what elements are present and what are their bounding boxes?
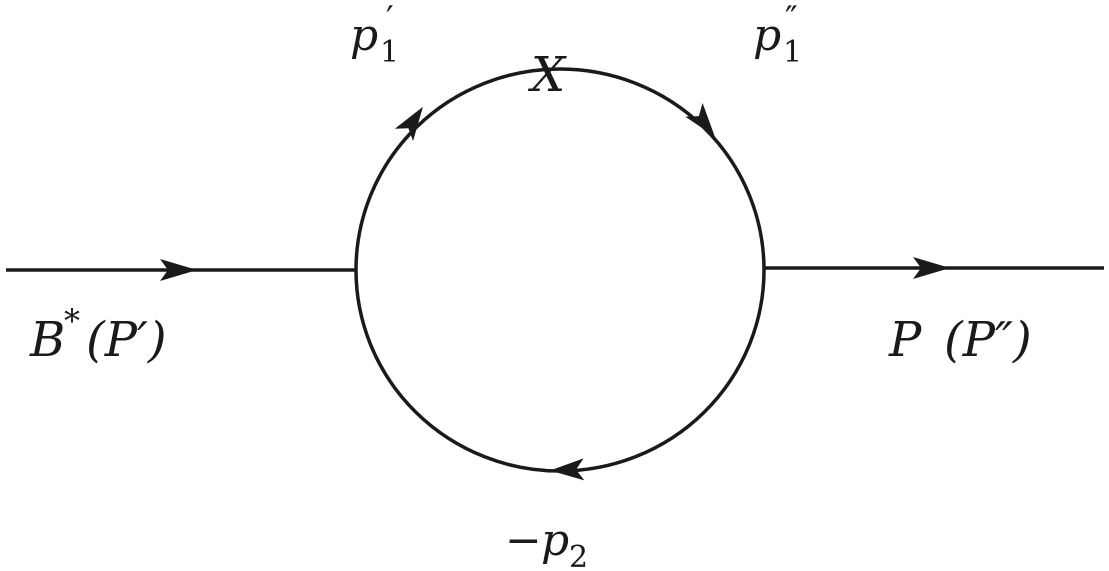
p2-subscript: 2 xyxy=(569,540,588,571)
label-p1-prime: p ′ 1 xyxy=(350,0,399,70)
label-outgoing-meson: P (P″) xyxy=(888,312,1032,368)
incoming-meson-name: B xyxy=(29,312,65,368)
incoming-meson-star: * xyxy=(64,302,80,340)
p1-double-prime-subscript: 1 xyxy=(783,35,802,70)
loop-arrow-bottom xyxy=(550,458,585,481)
incoming-meson-momentum: (P′) xyxy=(86,312,167,368)
outgoing-meson-momentum: (P″) xyxy=(944,312,1032,368)
incoming-arrow xyxy=(160,259,197,281)
incoming-line xyxy=(6,259,356,281)
label-incoming-meson: B * (P′) xyxy=(29,302,167,368)
p1-prime-subscript: 1 xyxy=(380,35,399,70)
vertex-mark-label: X xyxy=(527,47,567,103)
outgoing-line xyxy=(764,257,1104,279)
outgoing-meson-name: P xyxy=(888,312,922,368)
outgoing-arrow xyxy=(913,257,950,279)
minus-sign: − xyxy=(505,515,542,566)
label-minus-p2: − p 2 xyxy=(505,515,588,571)
loop-arrow-upper-left xyxy=(394,106,423,142)
loop-arrow-upper-right xyxy=(685,103,715,137)
p1-double-prime-symbol: p xyxy=(753,10,781,61)
p1-prime-mark: ′ xyxy=(386,0,394,39)
label-p1-double-prime: p ″ 1 xyxy=(753,0,802,70)
p2-symbol: p xyxy=(541,515,569,566)
quark-loop xyxy=(354,67,766,481)
p1-prime-symbol: p xyxy=(350,10,378,61)
p1-double-prime-mark: ″ xyxy=(785,0,798,39)
